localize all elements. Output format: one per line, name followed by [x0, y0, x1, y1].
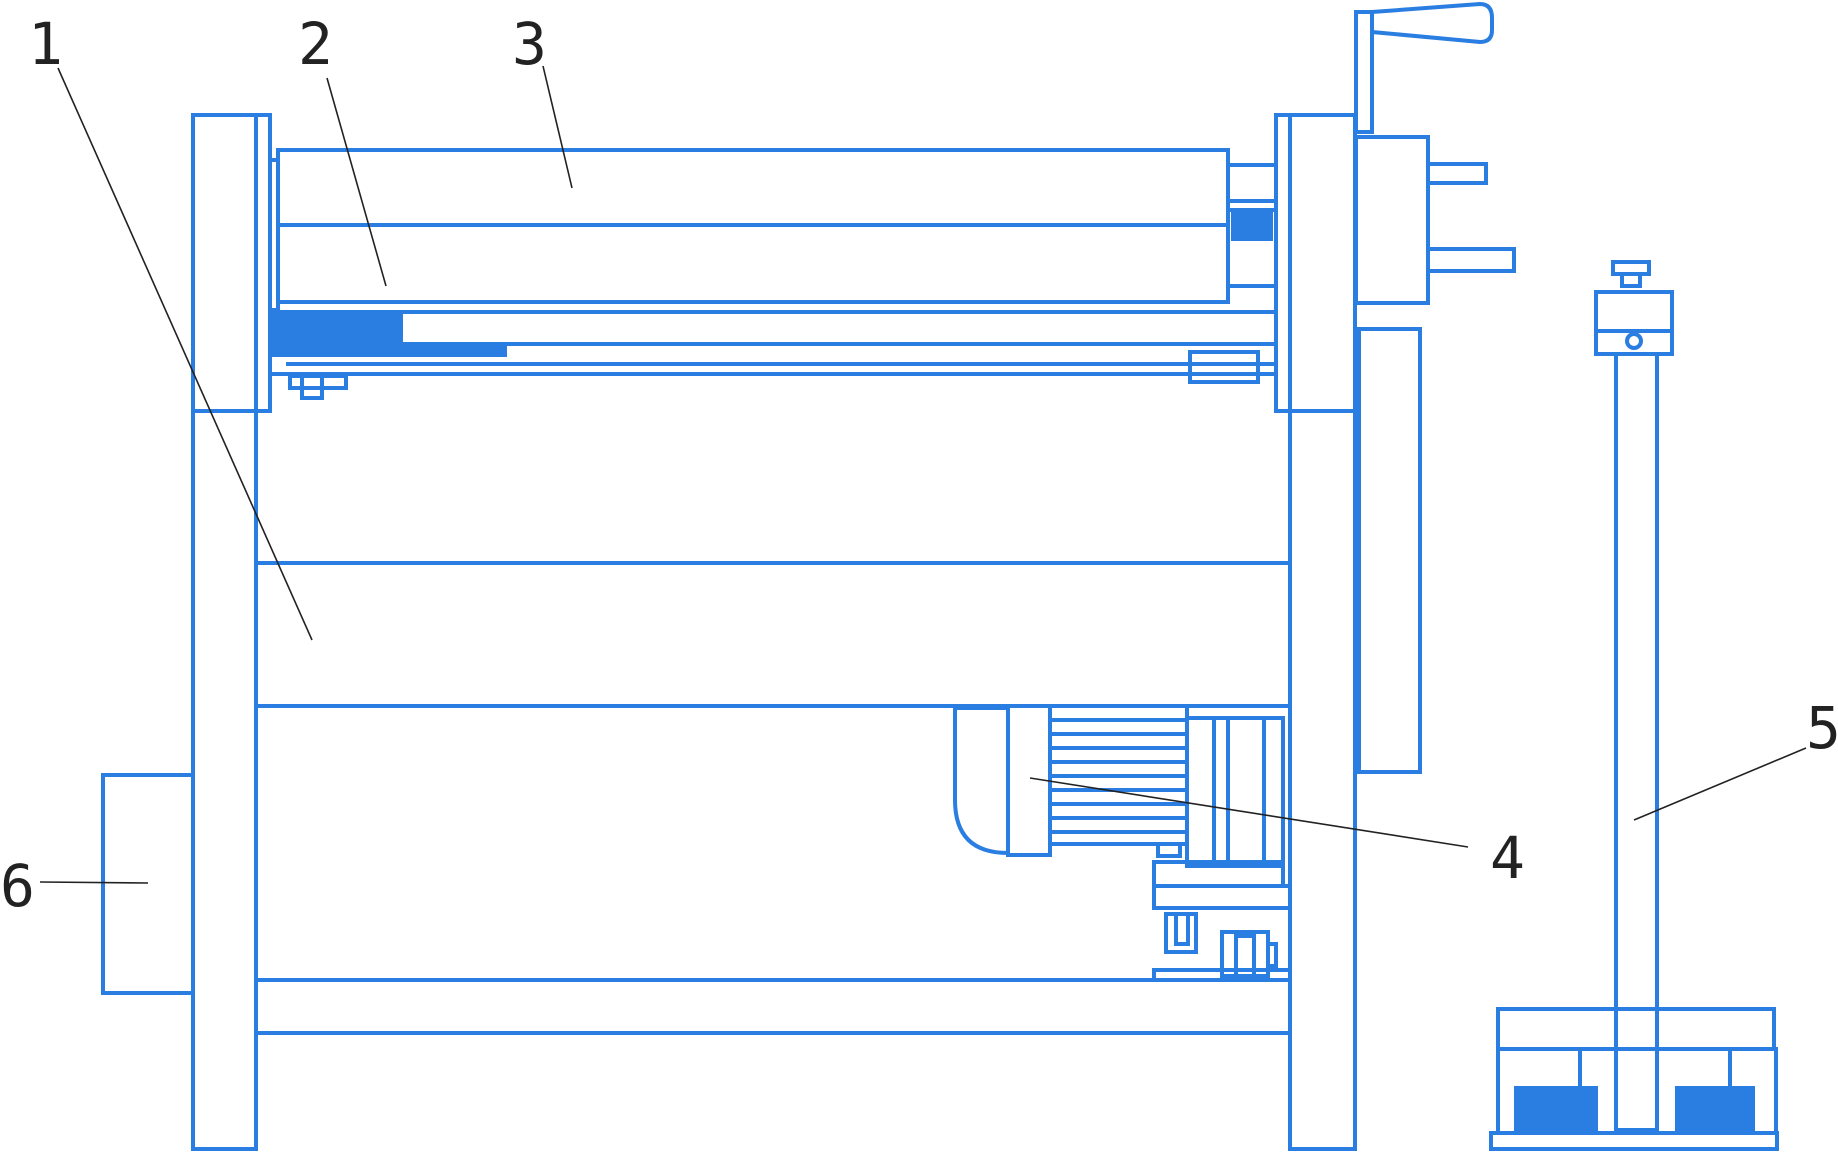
- stand-top-knob-neck: [1620, 272, 1642, 288]
- lower-rail: [268, 342, 1278, 376]
- motor-cooling-fins: [1050, 718, 1187, 834]
- stand-column: [1614, 352, 1659, 1132]
- callout-2: 2: [298, 10, 333, 78]
- pedal-left: [1514, 1086, 1598, 1134]
- drive-gear-cap: [1266, 942, 1278, 968]
- crank-shaft: [1354, 10, 1374, 134]
- roller-bearing: [1231, 211, 1273, 241]
- callout-labels: 1 2 3 4 5 6: [0, 10, 1838, 920]
- callout-1: 1: [28, 10, 63, 78]
- left-roller-end: [268, 158, 280, 312]
- callout-5: 5: [1806, 694, 1838, 762]
- rail-slider: [1188, 350, 1260, 384]
- leader-lines: [39, 65, 1807, 884]
- motor-assembly: [953, 704, 1292, 982]
- stand-head-bolt: [1625, 332, 1643, 350]
- roller-journal-upper: [1226, 163, 1278, 203]
- lower-rail-block: [271, 345, 507, 357]
- reducer-housing: [1185, 716, 1285, 868]
- motor-end-cap: [953, 706, 1010, 856]
- coupling-inner: [1174, 912, 1190, 946]
- callout-6: 6: [0, 852, 35, 920]
- upper-roller: [276, 148, 1230, 227]
- pedal-right: [1675, 1086, 1755, 1134]
- pedal-stand: [1489, 260, 1779, 1151]
- crank-assembly: [1354, 1, 1516, 774]
- left-column: [191, 113, 258, 1151]
- stand-head: [1594, 290, 1674, 356]
- roller-journal-lower: [1226, 208, 1278, 288]
- leader-6: [39, 881, 149, 884]
- leader-5: [1633, 747, 1807, 821]
- side-control-box: [101, 773, 195, 995]
- leader-4: [1029, 777, 1469, 848]
- crank-handle: [1370, 1, 1494, 45]
- stand-base-top: [1496, 1007, 1776, 1051]
- callout-3: 3: [512, 10, 547, 78]
- right-column: [1288, 113, 1357, 1151]
- roller-assembly: [268, 148, 1278, 400]
- leader-3: [542, 65, 573, 189]
- gearbox-housing: [1354, 135, 1430, 305]
- gearbox-shaft-lower: [1426, 247, 1516, 273]
- side-plate: [1357, 327, 1422, 774]
- stand-floor-plate: [1489, 1131, 1779, 1151]
- leader-2: [326, 77, 387, 287]
- motor-footplate: [1152, 968, 1292, 982]
- gearbox-shaft-upper: [1426, 162, 1488, 185]
- right-upper-bracket: [1274, 113, 1357, 413]
- coupling-block: [1164, 912, 1198, 954]
- motor-tail: [1156, 842, 1182, 858]
- rail-bracket-pin: [300, 374, 324, 400]
- reducer-mount: [1152, 884, 1292, 910]
- leader-1: [57, 67, 313, 641]
- frame: [191, 113, 1357, 1151]
- guide-bar-block: [271, 313, 403, 343]
- guide-bar: [268, 310, 1278, 346]
- left-upper-bracket: [191, 113, 272, 413]
- lower-roller: [276, 223, 1230, 304]
- callout-4: 4: [1490, 824, 1525, 892]
